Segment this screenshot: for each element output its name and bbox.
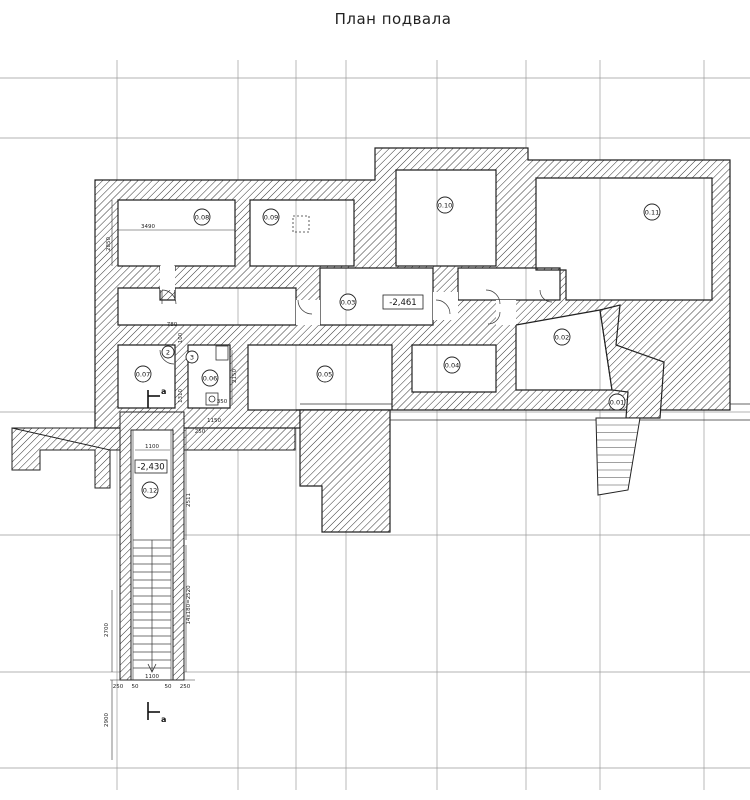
dim-2150: 2150 (232, 369, 238, 383)
dim-350: 350 (217, 399, 228, 405)
level-mark-main: -2,461 (382, 294, 424, 310)
dim-780: 780 (167, 322, 178, 328)
svg-text:0.12: 0.12 (143, 487, 157, 495)
exterior-stair-right (595, 417, 641, 496)
room-marker-0.12: 0.12 (141, 481, 159, 499)
marker-2: 2 (161, 345, 175, 359)
dim-250a: 250 (195, 429, 206, 435)
dim-250b: 250 (113, 684, 124, 690)
dim-50a: 50 (132, 684, 139, 690)
svg-text:0.05: 0.05 (318, 371, 332, 379)
svg-text:0.02: 0.02 (555, 334, 569, 342)
dim-2700: 2700 (104, 623, 110, 637)
dim-3490: 3490 (141, 224, 155, 230)
dim-stair: 14x180=2520 (186, 585, 192, 625)
svg-text:-2,461: -2,461 (389, 298, 416, 308)
dim-2850: 2850 (106, 237, 112, 251)
drawing-title: План подвала (335, 10, 452, 28)
room-marker-0.11: 0.11 (643, 203, 661, 221)
dim-250c: 250 (180, 684, 191, 690)
dim-1310: 1310 (178, 389, 184, 403)
room-marker-0.01: 0.01 (608, 393, 626, 411)
svg-text:0.01: 0.01 (610, 399, 624, 407)
dimension-lines (110, 200, 235, 760)
section-label-bottom: a (161, 715, 166, 724)
room-marker-0.08: 0.08 (193, 208, 211, 226)
room-marker-0.04: 0.04 (443, 356, 461, 374)
svg-text:0.06: 0.06 (203, 375, 217, 383)
section-label-top: a (161, 387, 166, 396)
room-marker-0.09: 0.09 (262, 208, 280, 226)
svg-text:0.11: 0.11 (645, 209, 659, 217)
room-marker-0.10: 0.10 (436, 196, 454, 214)
dim-1100a: 1100 (145, 444, 159, 450)
room-marker-0.05: 0.05 (316, 365, 334, 383)
dim-100a: 100 (178, 332, 184, 343)
svg-text:0.07: 0.07 (136, 371, 150, 379)
dim-2900: 2900 (104, 713, 110, 727)
dim-1100b: 1100 (145, 674, 159, 680)
dim-50b: 50 (165, 684, 172, 690)
svg-text:-2,430: -2,430 (137, 463, 164, 473)
marker-3: 3 (185, 350, 199, 364)
exterior-wall-left-end (11, 427, 111, 489)
section-mark-bottom (147, 702, 160, 720)
room-marker-0.07: 0.07 (134, 365, 152, 383)
dim-2511: 2511 (186, 493, 192, 507)
svg-text:2: 2 (166, 349, 170, 357)
walls (94, 147, 731, 533)
svg-text:0.04: 0.04 (445, 362, 459, 370)
svg-text:3: 3 (190, 354, 194, 362)
room-marker-0.03: 0.03 (339, 293, 357, 311)
section-mark-top (147, 390, 160, 408)
dim-1150: 1150 (207, 418, 221, 424)
bathroom-fixtures (205, 215, 310, 406)
room-marker-0.02: 0.02 (553, 328, 571, 346)
svg-text:0.03: 0.03 (341, 299, 355, 307)
level-mark-entrance: -2,430 (134, 459, 168, 474)
svg-text:0.08: 0.08 (195, 214, 209, 222)
room-marker-0.06: 0.06 (201, 369, 219, 387)
svg-text:0.09: 0.09 (264, 214, 278, 222)
door-swings (159, 289, 553, 365)
svg-text:0.10: 0.10 (438, 202, 452, 210)
